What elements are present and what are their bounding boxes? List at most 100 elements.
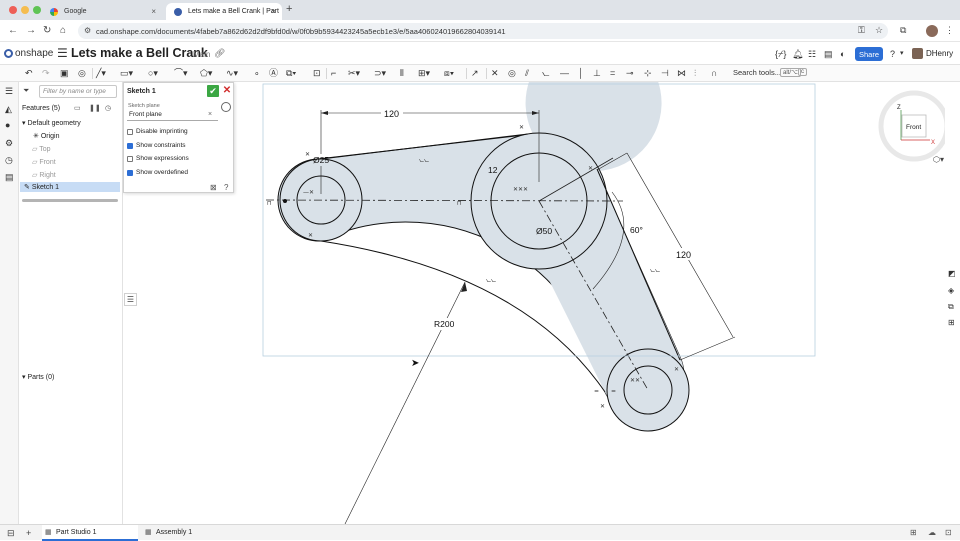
coincident-constraint-icon[interactable]: ✕: [491, 68, 499, 78]
graphics-mode-icon[interactable]: ⊞: [910, 528, 917, 537]
clear-selection-icon[interactable]: ×: [208, 111, 213, 118]
browser-tab-onshape[interactable]: Lets make a Bell Crank | Part ×: [166, 3, 282, 20]
document-title[interactable]: Lets make a Bell Crank: [71, 46, 208, 60]
close-tab-icon[interactable]: ×: [151, 7, 156, 16]
tab-assembly[interactable]: ▦ Assembly 1: [142, 525, 238, 541]
search-tools-button[interactable]: Search tools...: [733, 68, 781, 77]
render-studio-icon[interactable]: ◭: [5, 104, 12, 114]
feature-item-right[interactable]: ▱ Right: [32, 171, 56, 179]
arm-centerline[interactable]: [538, 200, 649, 391]
help-icon[interactable]: ?: [890, 49, 896, 59]
user-name[interactable]: DHenry: [926, 49, 954, 58]
measure-icon[interactable]: ⊞: [948, 318, 955, 327]
link-icon[interactable]: 🔗︎: [214, 48, 226, 58]
offset-tool-icon[interactable]: ⊃▾: [374, 68, 387, 78]
cloud-status-icon[interactable]: ☁: [928, 528, 936, 537]
default-geometry-group[interactable]: ▾ Default geometry: [22, 119, 81, 127]
folder-icon[interactable]: ▭: [74, 105, 81, 112]
bottom-outer-circle[interactable]: [606, 348, 690, 432]
help-icon[interactable]: ?: [224, 183, 229, 192]
site-info-icon[interactable]: ⚙: [84, 26, 92, 35]
tangent-constraint-icon[interactable]: ⦦⦦: [419, 157, 429, 164]
perpendicular-constraint-icon[interactable]: ⊥: [593, 68, 601, 78]
show-overdefined-checkbox[interactable]: [127, 170, 133, 176]
disable-imprinting-checkbox[interactable]: [127, 129, 133, 135]
coincident-constraint-icon[interactable]: ✕: [308, 232, 313, 239]
sketch-settings-icon[interactable]: ⊠: [210, 183, 217, 192]
spline-tool-icon[interactable]: ∿▾: [226, 68, 239, 78]
bottom-inner-circle[interactable]: [623, 365, 673, 415]
pierce-constraint-icon[interactable]: ⊣: [661, 68, 669, 78]
redo-icon[interactable]: ↷: [42, 68, 50, 78]
symmetric-constraint-icon[interactable]: ⋈: [677, 68, 686, 78]
dimension-small-radius[interactable]: 12: [488, 165, 498, 175]
parts-group[interactable]: ▾ Parts (0): [22, 373, 54, 381]
section-view-icon[interactable]: ⊡: [945, 528, 952, 537]
coincident-constraint-icon[interactable]: ✕✕: [630, 377, 640, 384]
browser-menu-icon[interactable]: ⋮: [945, 25, 954, 35]
show-constraints-checkbox[interactable]: [127, 143, 133, 149]
right-arm-line[interactable]: [596, 168, 681, 361]
polygon-tool-icon[interactable]: ⬠▾: [200, 68, 213, 78]
horizontal-constraint-icon[interactable]: ⊓: [267, 200, 272, 207]
use-tool-icon[interactable]: ⧉▾: [286, 68, 297, 78]
undo-icon[interactable]: ↶: [25, 68, 33, 78]
new-tab-button[interactable]: +: [286, 3, 293, 15]
forward-arrow-icon[interactable]: →: [26, 25, 36, 36]
horizontal-constraint-icon[interactable]: ⊓: [457, 200, 462, 207]
tangent-constraint-icon[interactable]: ⦦⦦: [486, 277, 496, 284]
feature-item-top[interactable]: ▱ Top: [32, 145, 51, 153]
construction-tool-icon[interactable]: ⊡: [313, 68, 321, 78]
tangent-constraint-icon[interactable]: ⦦⦦: [650, 267, 660, 274]
r200-arc[interactable]: [320, 240, 606, 393]
versions-list-icon[interactable]: ☷: [808, 49, 817, 59]
appearance-panel-icon[interactable]: ◩: [948, 269, 956, 278]
dimension-left-diameter[interactable]: Ø25: [313, 155, 329, 165]
home-icon[interactable]: ⌂: [60, 25, 67, 36]
onshape-logo[interactable]: onshape: [4, 48, 53, 59]
sketch-plane-field[interactable]: Front plane: [127, 110, 218, 121]
point-tool-icon[interactable]: ∘: [254, 68, 260, 78]
coincident-constraint-icon[interactable]: —✕: [303, 189, 314, 196]
mass-properties-icon[interactable]: ⧉: [948, 302, 954, 311]
show-expressions-checkbox[interactable]: [127, 156, 133, 162]
rollback-pause-icon[interactable]: ❚❚: [89, 105, 101, 112]
password-key-icon[interactable]: ⚿: [858, 25, 865, 35]
accept-checkmark-button[interactable]: ✔: [207, 85, 219, 97]
equal-constraint-icon[interactable]: =: [610, 68, 616, 78]
list-toggle-icon[interactable]: ☰: [124, 293, 137, 306]
browser-tab-google[interactable]: Google ×: [42, 3, 162, 20]
fillet-tool-icon[interactable]: ⌐: [331, 68, 337, 78]
feature-item-origin[interactable]: ✳ Origin: [33, 132, 60, 140]
text-tool-icon[interactable]: Ⓐ: [269, 68, 279, 78]
coincident-constraint-icon[interactable]: ✕: [305, 151, 310, 158]
arc-tool-icon[interactable]: ⌒▾: [174, 68, 188, 78]
feature-item-front[interactable]: ▱ Front: [32, 158, 56, 166]
branch-label[interactable]: Main: [193, 50, 211, 59]
appearance-icon[interactable]: ◐: [840, 49, 846, 59]
vertical-constraint-icon[interactable]: │: [578, 68, 584, 78]
view-cube-menu-icon[interactable]: ⬡▾: [933, 155, 944, 164]
history-icon[interactable]: ◷: [5, 155, 13, 165]
configurations-icon[interactable]: ◈: [948, 286, 955, 295]
sketch-plane-view-icon[interactable]: [221, 102, 231, 112]
tab-manager-icon[interactable]: ⊟: [7, 528, 15, 538]
reload-icon[interactable]: ↻: [43, 25, 52, 36]
window-close-button[interactable]: [9, 6, 17, 14]
equal-constraint-icon[interactable]: =: [594, 388, 599, 395]
coincident-constraint-icon[interactable]: ✕: [588, 165, 593, 172]
feature-filter-input[interactable]: Filter by name or type: [39, 85, 117, 98]
top-tangent-line[interactable]: [320, 133, 529, 160]
trim-tool-icon[interactable]: ✂▾: [348, 68, 361, 78]
bookmark-star-icon[interactable]: ☆: [875, 25, 884, 35]
angle-reference-line[interactable]: [538, 157, 614, 202]
variables-icon[interactable]: ▤: [5, 172, 14, 182]
sketch-icon[interactable]: ◎: [78, 68, 86, 78]
graphics-canvas[interactable]: 120 120 60° Ø25 Ø50 12 R200 ⦦⦦ ⦦⦦ ⦦⦦ ✕✕✕…: [123, 82, 945, 524]
dimension-center-diameter[interactable]: Ø50: [536, 226, 552, 236]
horizontal-constraint-icon[interactable]: —: [560, 68, 569, 78]
view-cube-ring[interactable]: [878, 90, 945, 162]
pattern-tool-icon[interactable]: ⊞▾: [418, 68, 431, 78]
app-store-icon[interactable]: ⚙: [5, 138, 14, 148]
tab-part-studio[interactable]: ▦ Part Studio 1: [42, 525, 138, 541]
